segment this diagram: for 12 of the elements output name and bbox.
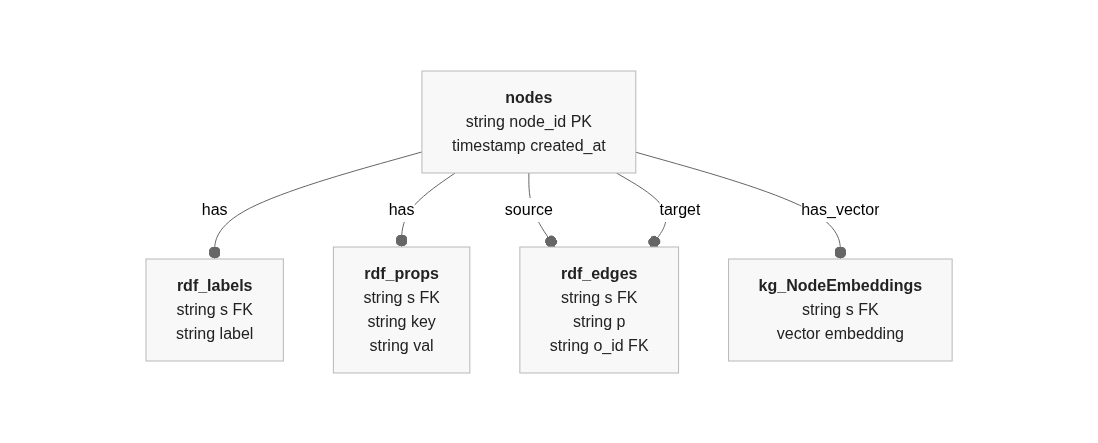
edge-label: target [659,200,701,218]
node-box: kg_NodeEmbeddings string s FK vector embedding [728,258,953,361]
edge-label: has_vector [801,200,880,218]
connector [635,151,847,259]
connector [208,150,423,259]
edge-label: source [504,200,553,218]
node-box: rdf_labels string s FK string label [145,258,284,361]
edge-label: has [201,200,228,218]
node-box: rdf_props string s FK string key string val [332,246,471,373]
edge-label: has [388,200,415,218]
node-box: rdf_edges string s FK string p string o_id FK [519,246,679,373]
node-box: nodes string node_id PK timestamp created_at [421,70,637,173]
